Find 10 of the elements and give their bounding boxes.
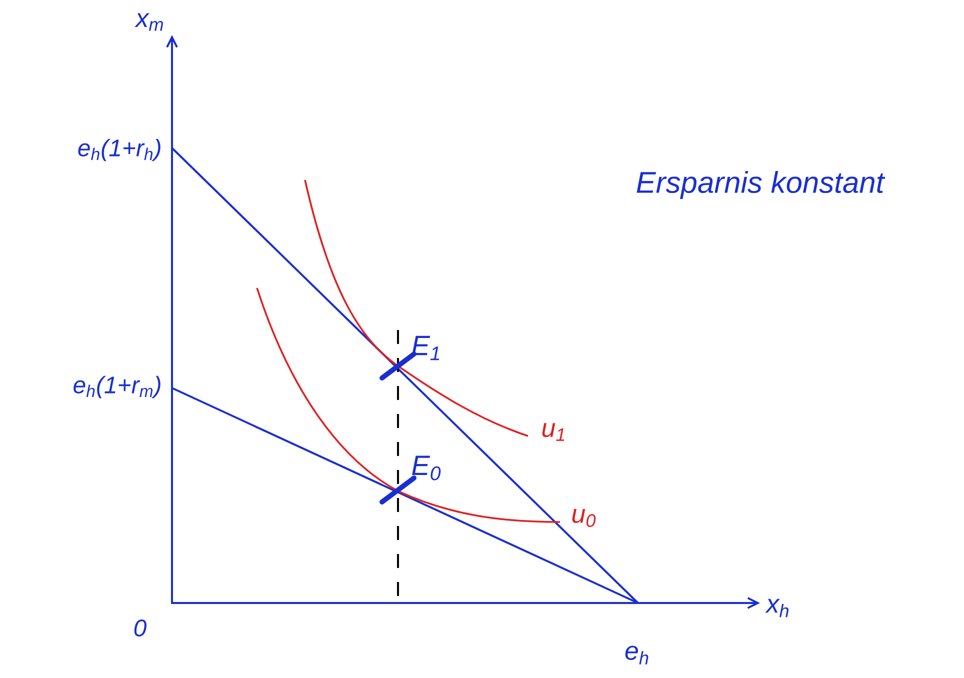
curve-label: u$_{0}$ [572,508,596,528]
intercept-label: e$_{h}$(1+r$_{m}$) [74,376,160,398]
note-text: Ersparnis konstant [636,171,886,199]
point-label: E$_{0}$ [412,456,441,480]
axis-label: x$_{h}$ [765,598,788,618]
axis-label: x$_{m}$ [134,13,163,31]
origin-label: 0 [134,620,146,636]
curve-label: u$_{1}$ [542,423,564,441]
intercept-label: e$_{h}$ [625,646,648,664]
intercept-label: e$_{h}$(1+r$_{h}$) [78,138,160,162]
